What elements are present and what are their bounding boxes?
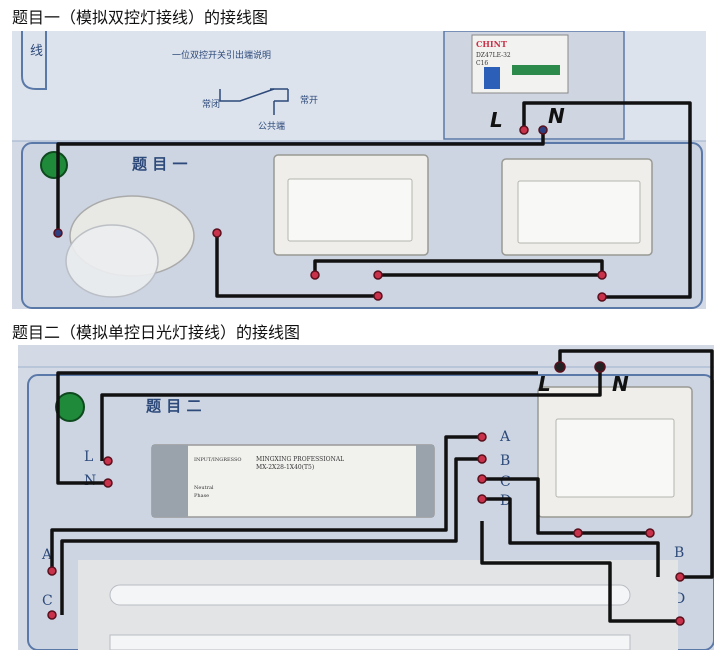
wiring-photo-1: 线 一位双控开关引出端说明 常闭 常开 公共端 CHINT DZ47LE-32 … xyxy=(12,31,706,309)
label-B: B xyxy=(674,545,684,561)
ballast-model: MX-2X28-1X40(T5) xyxy=(256,464,314,471)
wires-2 xyxy=(50,349,714,623)
ballast-phase: Phase xyxy=(194,493,209,499)
ballast-input: INPUT/INGRESSO xyxy=(194,457,241,463)
wiring-photo-1-drawing: 线 一位双控开关引出端说明 常闭 常开 公共端 CHINT DZ47LE-32 … xyxy=(12,31,706,309)
terminal-label-L: L xyxy=(490,108,503,132)
label-A: A xyxy=(41,547,53,563)
indicator-lamp-2 xyxy=(55,392,85,422)
ballast-brand: MINGXING PROFESSIONAL xyxy=(256,456,344,463)
wires-1 xyxy=(56,101,692,299)
label-C: C xyxy=(42,593,53,609)
ballast-neutral: Neutral xyxy=(194,485,214,491)
panel-label-L: L xyxy=(84,449,93,465)
terminal-label-N: N xyxy=(548,104,565,128)
panel-label-N: N xyxy=(84,473,96,489)
light-bulb xyxy=(65,224,159,298)
terminals-1 xyxy=(53,125,607,302)
diagram-title: 一位双控开关引出端说明 xyxy=(172,49,271,61)
fluorescent-tube xyxy=(109,584,631,606)
switch-label-N: N xyxy=(612,372,629,396)
label-right-A: A xyxy=(499,429,511,445)
breaker-brand: CHINT xyxy=(476,39,507,49)
wiring-photo-2: 题 目 二 L N MINGXING PROFESSIONAL MX-2X28-… xyxy=(18,345,714,650)
label-right-C: C xyxy=(500,474,511,490)
side-label: 线 xyxy=(30,44,43,59)
label-common: 公共端 xyxy=(258,120,285,132)
label-normally-open: 常开 xyxy=(300,94,318,106)
terminals-2 xyxy=(47,361,685,626)
label-normally-closed: 常闭 xyxy=(202,98,220,110)
breaker-rating: C16 xyxy=(476,60,488,67)
breaker-model: DZ47LE-32 xyxy=(476,52,511,59)
wiring-photo-2-drawing: 题 目 二 L N MINGXING PROFESSIONAL MX-2X28-… xyxy=(18,345,714,650)
label-right-D: D xyxy=(500,493,511,509)
label-right-B: B xyxy=(500,453,510,469)
board-title-2: 题 目 二 xyxy=(146,397,201,415)
board-title-1: 题 目 一 xyxy=(132,155,187,173)
caption-question-1: 题目一（模拟双控灯接线）的接线图 xyxy=(12,8,269,27)
indicator-lamp xyxy=(40,151,68,179)
label-D: D xyxy=(674,591,685,607)
caption-question-2: 题目二（模拟单控日光灯接线）的接线图 xyxy=(12,323,301,342)
switch-label-L: L xyxy=(538,372,551,396)
